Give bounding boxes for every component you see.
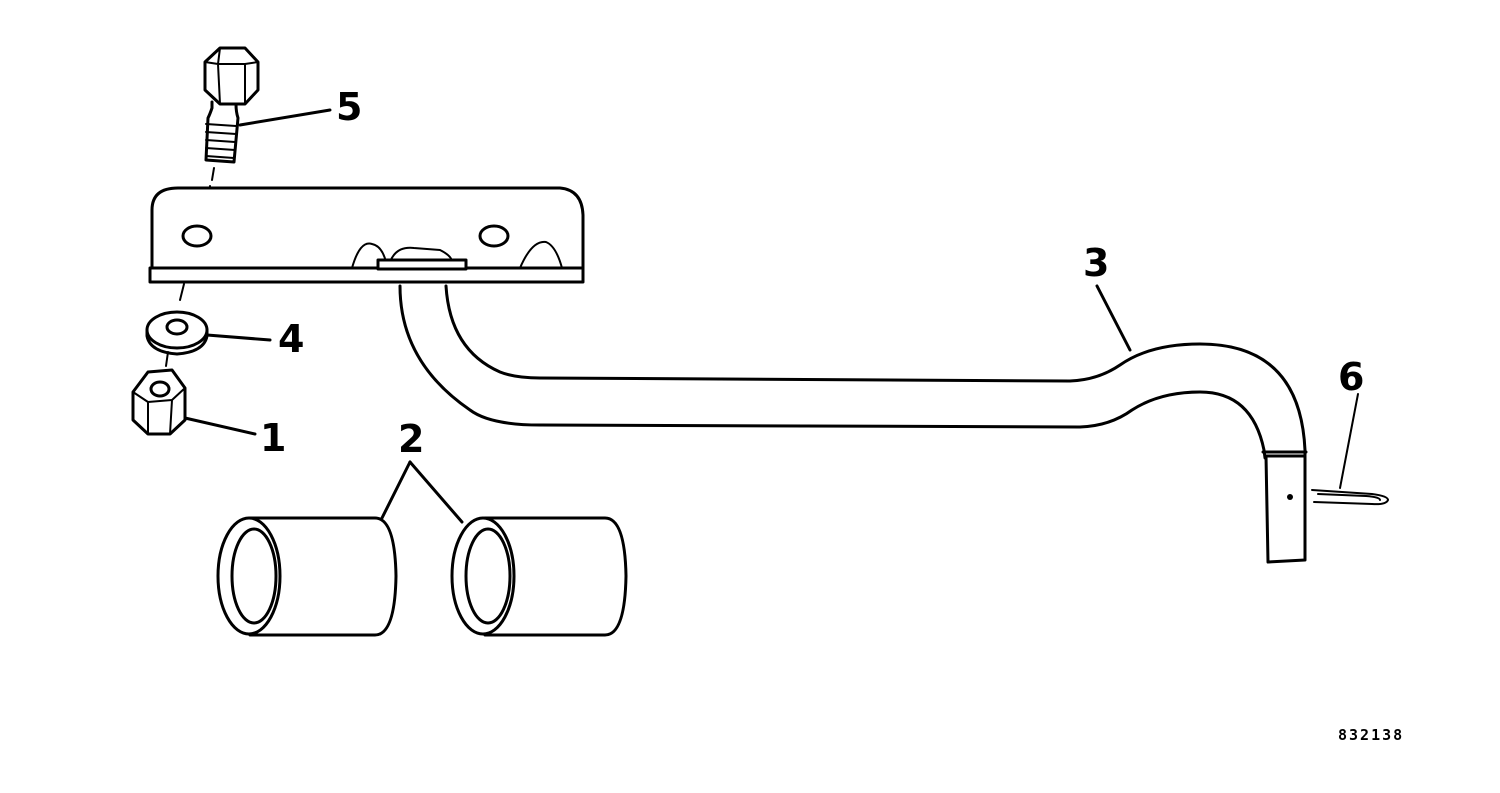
callout-5: 5: [336, 85, 362, 129]
leader-lines: [183, 108, 1359, 524]
bushing-right: [450, 516, 628, 637]
callout-2: 2: [398, 417, 424, 461]
callout-4: 4: [278, 317, 304, 361]
cotter-pin: [1311, 489, 1389, 506]
callout-3: 3: [1083, 241, 1109, 285]
bracket-rod: [398, 284, 1308, 564]
bushing-left: [216, 516, 398, 637]
bolt: [203, 46, 260, 217]
callout-6: 6: [1338, 355, 1364, 399]
callout-1: 1: [260, 416, 286, 460]
washer: [145, 283, 209, 356]
nut: [131, 351, 187, 436]
figure-reference: 832138: [1338, 726, 1404, 744]
mounting-bracket: [148, 186, 585, 284]
